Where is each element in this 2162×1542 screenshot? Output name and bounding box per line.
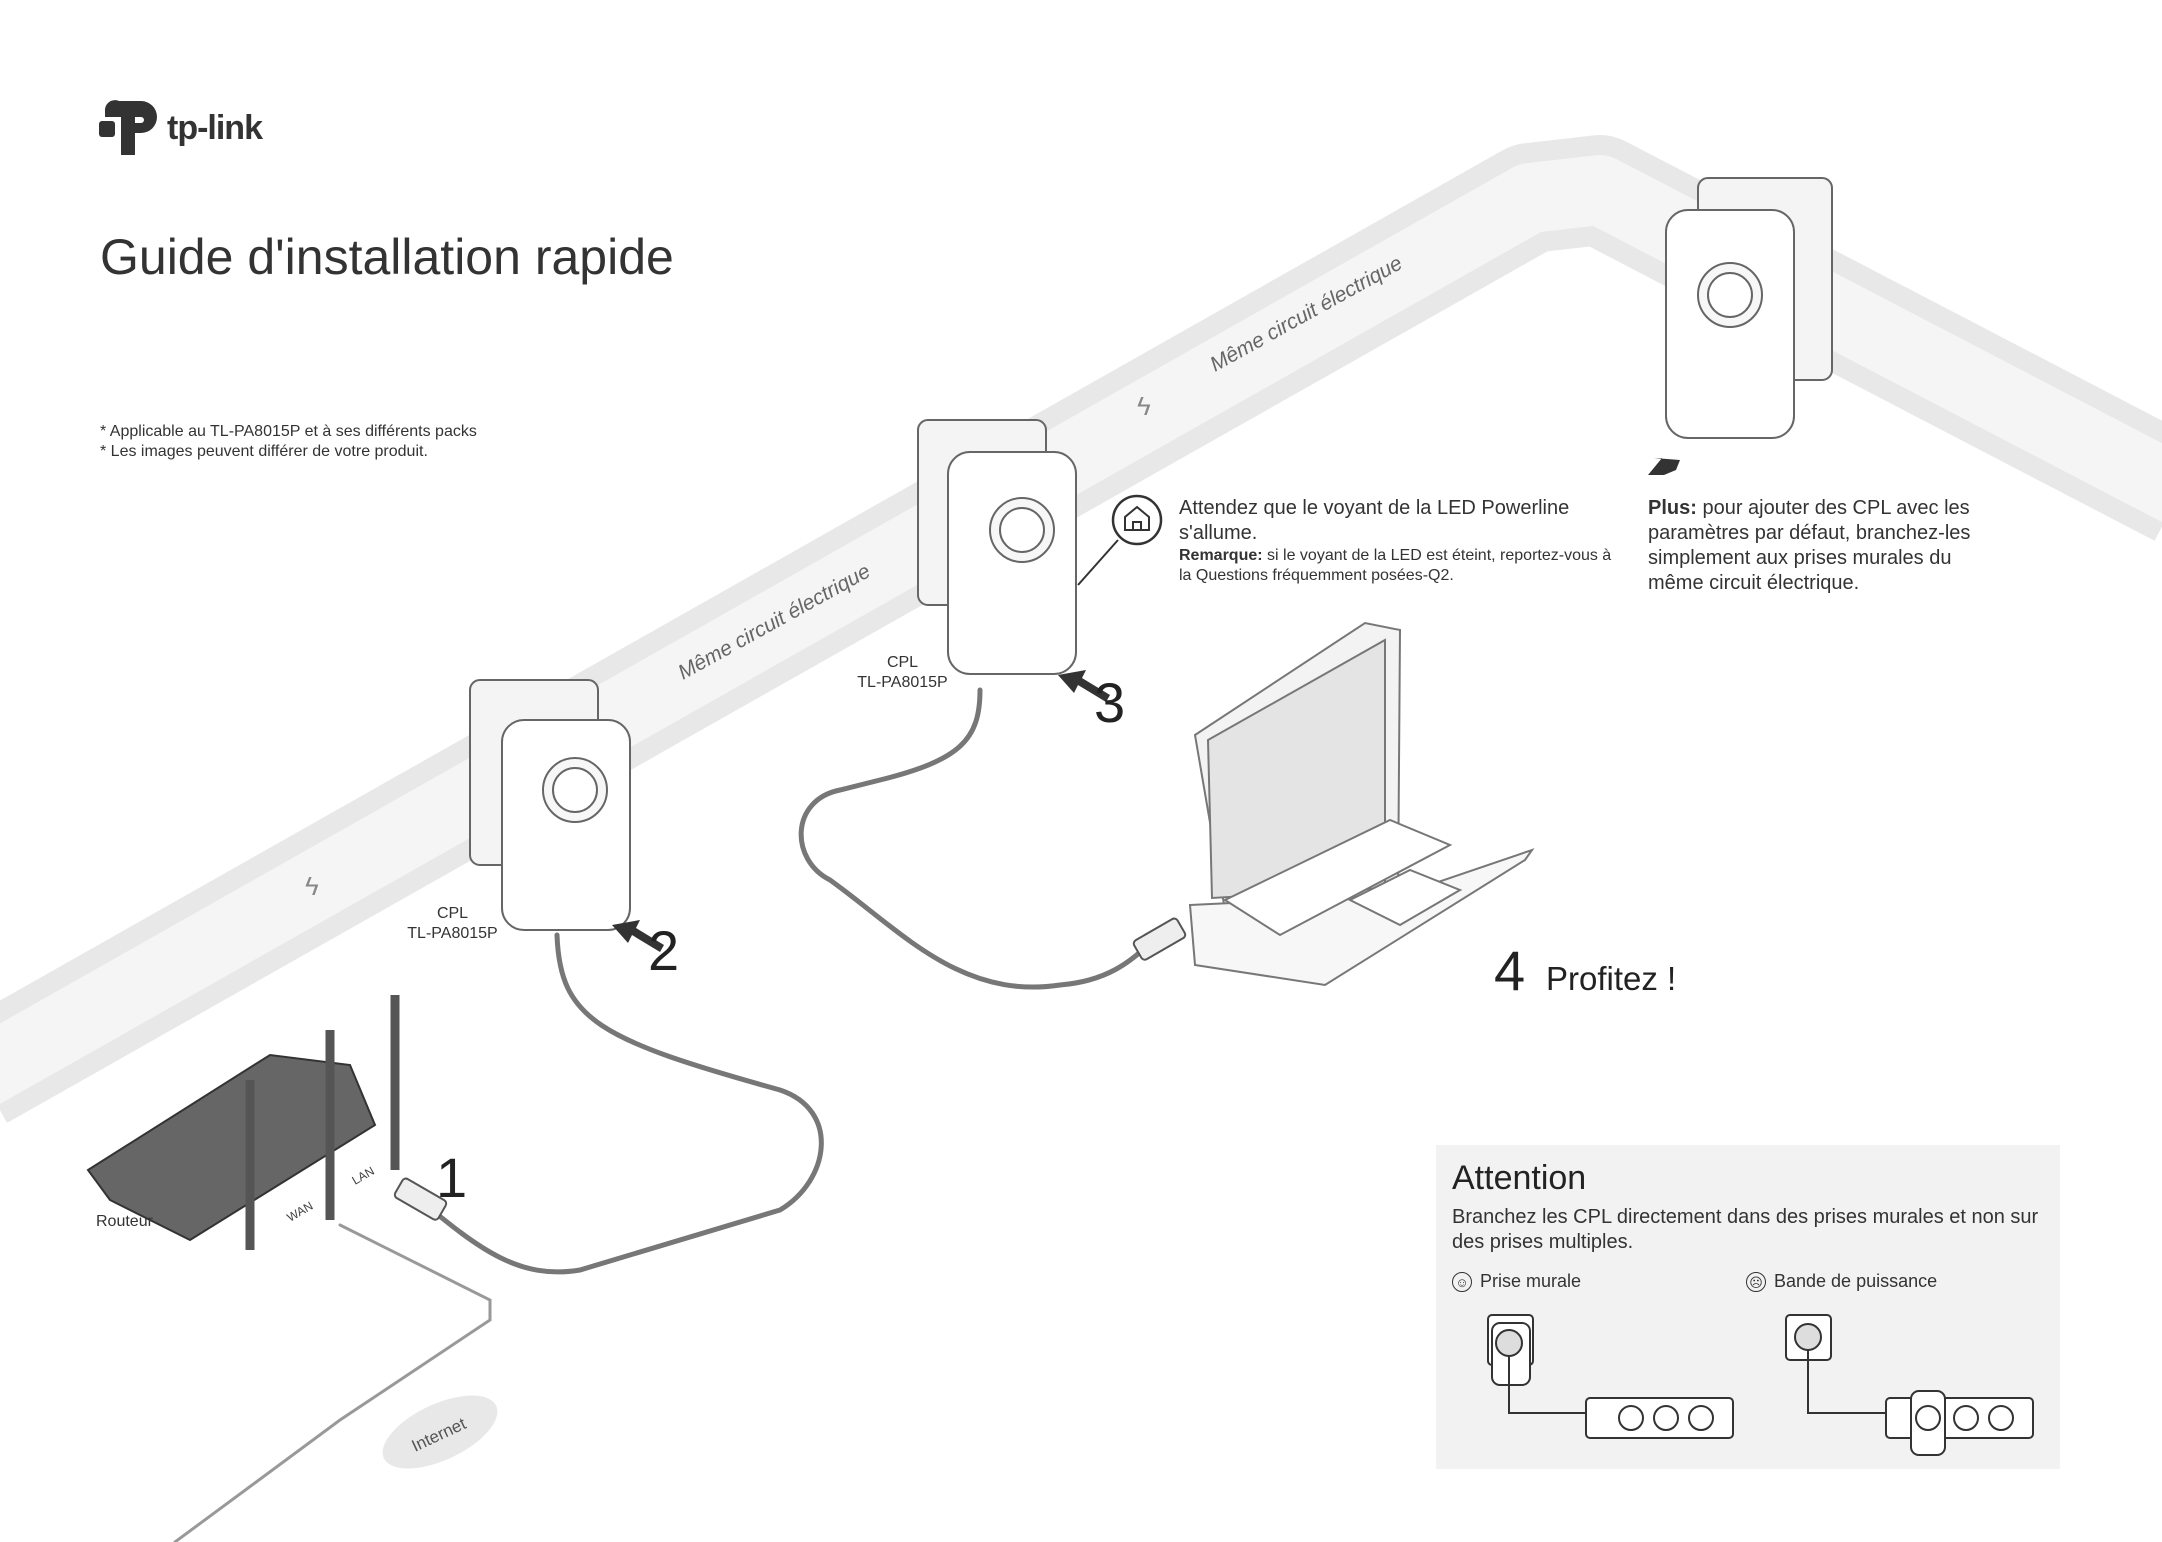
page-title: Guide d'installation rapide (100, 229, 674, 285)
step-1-number: 1 (436, 1146, 468, 1209)
laptop (1188, 621, 1535, 987)
lightning-icon: ϟ (305, 871, 319, 901)
cpl-label-line2: TL-PA8015P (857, 674, 948, 691)
wall-outlet-option: ☺ Prise murale (1452, 1271, 1581, 1292)
tp-link-logo: tp-link (99, 97, 263, 159)
plus-info: Plus: pour ajouter des CPL avec les para… (1648, 496, 1998, 596)
notes: * Applicable au TL-PA8015P et à ses diff… (100, 422, 477, 462)
router-label: Routeur (96, 1213, 153, 1230)
power-strip-label: Bande de puissance (1774, 1271, 1938, 1291)
outlet-illustrations (1487, 1314, 2034, 1456)
cpl-label-line1: CPL (886, 654, 919, 671)
step-3-number: 3 (1094, 671, 1126, 734)
ethernet-cables (173, 687, 1163, 1542)
tp-link-logo-icon (99, 100, 157, 155)
powerline-led-icon (1111, 494, 1163, 546)
lightning-icon: ϟ (1137, 391, 1151, 421)
cpl-device-2 (917, 419, 1077, 675)
cpl-label-1: CPL TL-PA8015P (395, 904, 510, 944)
attention-title: Attention (1452, 1159, 1587, 1197)
note-2: * Les images peuvent différer de votre p… (100, 443, 428, 460)
cpl-device-1 (469, 679, 631, 931)
step-4-text: Profitez ! (1546, 960, 1677, 997)
cpl-label-2: CPL TL-PA8015P (845, 653, 960, 693)
cpl-device-3 (1665, 177, 1833, 439)
lan-port-label: LAN (350, 1164, 377, 1188)
plus-text: pour ajouter des CPL avec les paramètres… (1648, 497, 1971, 594)
logo-text: tp-link (167, 108, 263, 147)
power-strip-option: ☹ Bande de puissance (1746, 1271, 1937, 1292)
step-2-number: 2 (648, 919, 680, 982)
cpl-label-line2: TL-PA8015P (407, 925, 498, 942)
step-4-number: 4 (1494, 939, 1526, 1002)
wall-outlet-label: Prise murale (1480, 1271, 1582, 1291)
cpl-label-line1: CPL (436, 905, 469, 922)
attention-panel: Attention Branchez les CPL directement d… (1436, 1145, 2060, 1469)
note-1: * Applicable au TL-PA8015P et à ses diff… (100, 423, 477, 440)
router (86, 995, 400, 1250)
internet-cloud (382, 1395, 498, 1469)
remark-text: si le voyant de la LED est éteint, repor… (1179, 547, 1612, 584)
frown-icon: ☹ (1746, 1271, 1766, 1292)
led-info: Attendez que le voyant de la LED Powerli… (1179, 496, 1619, 586)
ethernet-plug (1132, 917, 1187, 961)
remark-label: Remarque: (1179, 547, 1263, 564)
attention-text: Branchez les CPL directement dans des pr… (1452, 1206, 2039, 1253)
led-info-main: Attendez que le voyant de la LED Powerli… (1179, 497, 1570, 544)
ethernet-plug (393, 1177, 448, 1221)
smile-icon: ☺ (1452, 1271, 1472, 1292)
arrow-icons (612, 458, 1680, 952)
plus-label: Plus: (1648, 497, 1697, 519)
wan-port-label: WAN (285, 1199, 316, 1225)
